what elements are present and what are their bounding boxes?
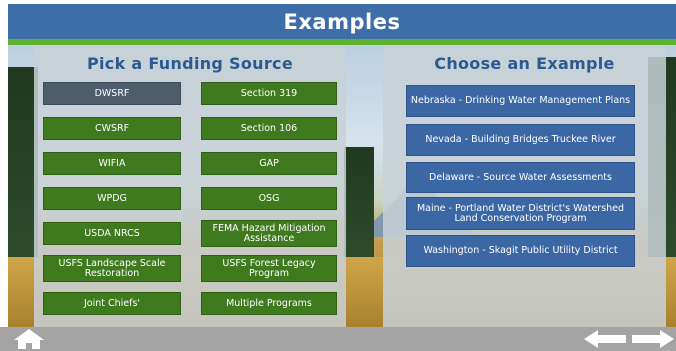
funding-button-cwsrf[interactable]: CWSRF	[43, 117, 181, 140]
example-button-nevada[interactable]: Nevada - Building Bridges Truckee River	[406, 124, 635, 156]
tree-decoration	[8, 67, 38, 267]
accent-divider	[8, 39, 676, 45]
example-title: Choose an Example	[434, 54, 615, 73]
funding-button-section-319[interactable]: Section 319	[201, 82, 337, 105]
arrow-left-icon[interactable]	[584, 330, 626, 348]
funding-button-fema[interactable]: FEMA Hazard Mitigation Assistance	[201, 220, 337, 247]
example-button-maine[interactable]: Maine - Portland Water District's Waters…	[406, 197, 635, 230]
funding-button-multiple-programs[interactable]: Multiple Programs	[201, 292, 337, 315]
footer-bar	[0, 327, 676, 351]
funding-button-usda-nrcs[interactable]: USDA NRCS	[43, 222, 181, 245]
background-scene: Pick a Funding Source DWSRF Section 319 …	[8, 45, 676, 327]
funding-button-section-106[interactable]: Section 106	[201, 117, 337, 140]
example-button-delaware[interactable]: Delaware - Source Water Assessments	[406, 162, 635, 193]
funding-button-joint-chiefs[interactable]: Joint Chiefs'	[43, 292, 181, 315]
funding-button-dwsrf[interactable]: DWSRF	[43, 82, 181, 105]
funding-button-wifia[interactable]: WIFIA	[43, 152, 181, 175]
example-button-washington[interactable]: Washington - Skagit Public Utility Distr…	[406, 235, 635, 267]
tree-decoration	[344, 147, 374, 267]
funding-button-gap[interactable]: GAP	[201, 152, 337, 175]
arrow-right-icon[interactable]	[632, 330, 674, 348]
funding-button-osg[interactable]: OSG	[201, 187, 337, 210]
example-button-nebraska[interactable]: Nebraska - Drinking Water Management Pla…	[406, 85, 635, 117]
example-panel: Choose an Example Nebraska - Drinking Wa…	[383, 45, 666, 327]
funding-button-usfs-landscape[interactable]: USFS Landscape Scale Restoration	[43, 255, 181, 282]
funding-button-usfs-forest-legacy[interactable]: USFS Forest Legacy Program	[201, 255, 337, 282]
funding-source-panel: Pick a Funding Source DWSRF Section 319 …	[34, 45, 346, 327]
funding-button-wpdg[interactable]: WPDG	[43, 187, 181, 210]
funding-source-title: Pick a Funding Source	[87, 54, 293, 73]
page-title: Examples	[8, 4, 676, 39]
home-icon[interactable]	[12, 328, 46, 350]
